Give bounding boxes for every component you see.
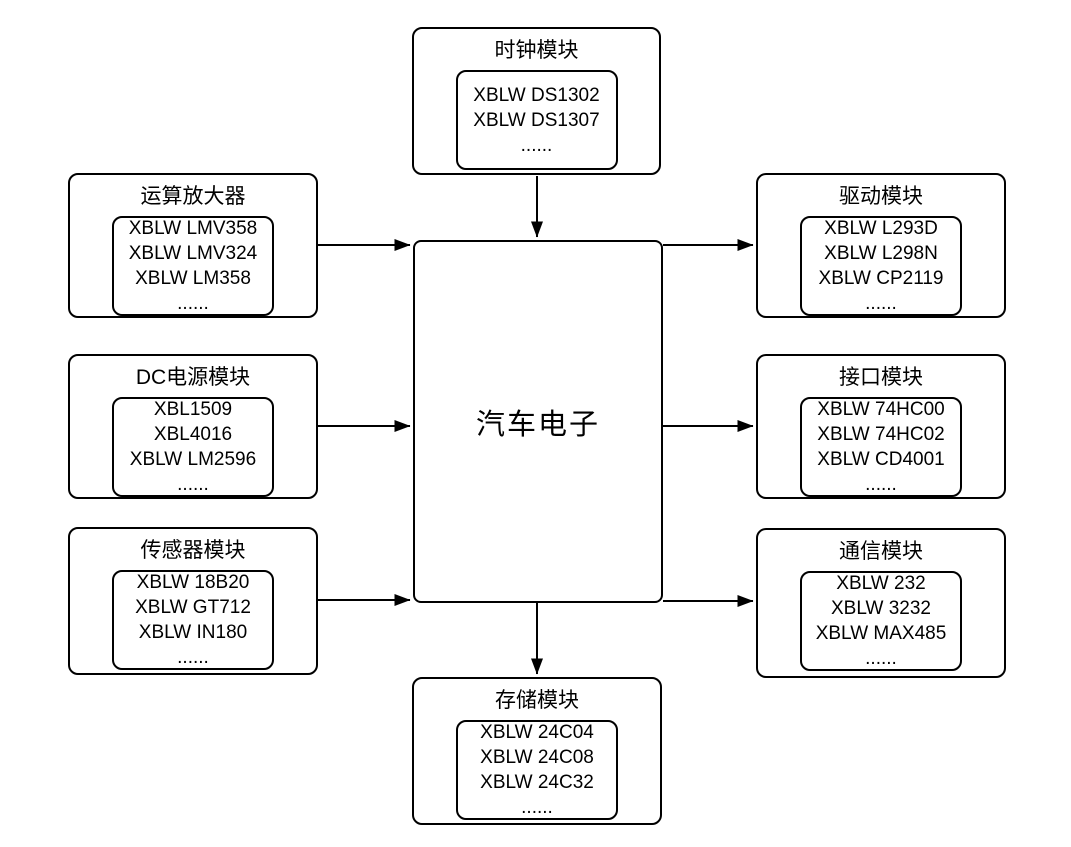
center-label: 汽车电子 [475,408,600,441]
module-title: DC电源模块 [135,366,251,389]
chip-line: XBLW 232 [836,573,926,594]
chip-line: XBLW L293D [824,218,938,239]
chip-line: XBLW CP2119 [818,268,944,289]
ellipsis-line: ...... [177,647,209,668]
chip-box: XBLW 24C04 XBLW 24C08 XBLW 24C32 ...... [456,720,618,820]
ellipsis-line: ...... [520,134,553,156]
chip-line: XBLW DS1307 [473,109,600,131]
ellipsis-line: ...... [177,293,209,314]
ellipsis-line: ...... [521,797,553,818]
chip-line: XBLW 74HC00 [817,399,945,420]
chip-box: XBLW 232 XBLW 3232 XBLW MAX485 ...... [800,571,962,671]
module-opamp: 运算放大器 XBLW LMV358 XBLW LMV324 XBLW LM358… [68,173,318,318]
ellipsis-line: ...... [865,648,897,669]
chip-line: XBLW GT712 [135,597,251,618]
chip-box: XBLW L293D XBLW L298N XBLW CP2119 ...... [800,216,962,316]
chip-line: XBLW MAX485 [815,623,947,644]
module-clock: 时钟模块 XBLW DS1302 XBLW DS1307 ...... [412,27,661,175]
chip-line: XBLW 74HC02 [817,424,945,445]
chip-box: XBL1509 XBL4016 XBLW LM2596 ...... [112,397,274,497]
module-storage: 存储模块 XBLW 24C04 XBLW 24C08 XBLW 24C32 ..… [412,677,662,825]
ellipsis-line: ...... [865,474,897,495]
chip-line: XBLW 24C08 [480,747,594,768]
chip-line: XBLW L298N [824,243,938,264]
module-title: 接口模块 [839,366,923,389]
chip-line: XBLW LM2596 [129,449,257,470]
module-comm: 通信模块 XBLW 232 XBLW 3232 XBLW MAX485 ....… [756,528,1006,678]
center-box-automotive-electronics: 汽车电子 [413,240,663,603]
module-title: 驱动模块 [839,185,923,208]
chip-line: XBLW LM358 [135,268,251,289]
chip-line: XBLW 18B20 [136,572,250,593]
chip-box: XBLW 18B20 XBLW GT712 XBLW IN180 ...... [112,570,274,670]
chip-box: XBLW DS1302 XBLW DS1307 ...... [455,70,618,170]
chip-line: XBLW LMV358 [128,218,258,239]
chip-line: XBLW 24C04 [480,722,594,743]
ellipsis-line: ...... [177,474,209,495]
module-sensor: 传感器模块 XBLW 18B20 XBLW GT712 XBLW IN180 .… [68,527,318,675]
module-title: 存储模块 [495,689,579,712]
module-title: 通信模块 [839,540,923,563]
chip-line: XBL4016 [153,424,233,445]
chip-box: XBLW LMV358 XBLW LMV324 XBLW LM358 .....… [112,216,274,316]
chip-line: XBL1509 [153,399,233,420]
module-title: 运算放大器 [140,185,246,208]
module-driver: 驱动模块 XBLW L293D XBLW L298N XBLW CP2119 .… [756,173,1006,318]
module-title: 传感器模块 [140,539,246,562]
chip-line: XBLW LMV324 [128,243,258,264]
chip-line: XBLW CD4001 [817,449,945,470]
chip-line: XBLW 24C32 [480,772,594,793]
module-dc-power: DC电源模块 XBL1509 XBL4016 XBLW LM2596 .....… [68,354,318,499]
chip-line: XBLW 3232 [831,598,931,619]
chip-line: XBLW IN180 [138,622,248,643]
ellipsis-line: ...... [865,293,897,314]
chip-line: XBLW DS1302 [473,84,600,106]
module-title: 时钟模块 [494,39,579,62]
module-interface: 接口模块 XBLW 74HC00 XBLW 74HC02 XBLW CD4001… [756,354,1006,499]
chip-box: XBLW 74HC00 XBLW 74HC02 XBLW CD4001 ....… [800,397,962,497]
